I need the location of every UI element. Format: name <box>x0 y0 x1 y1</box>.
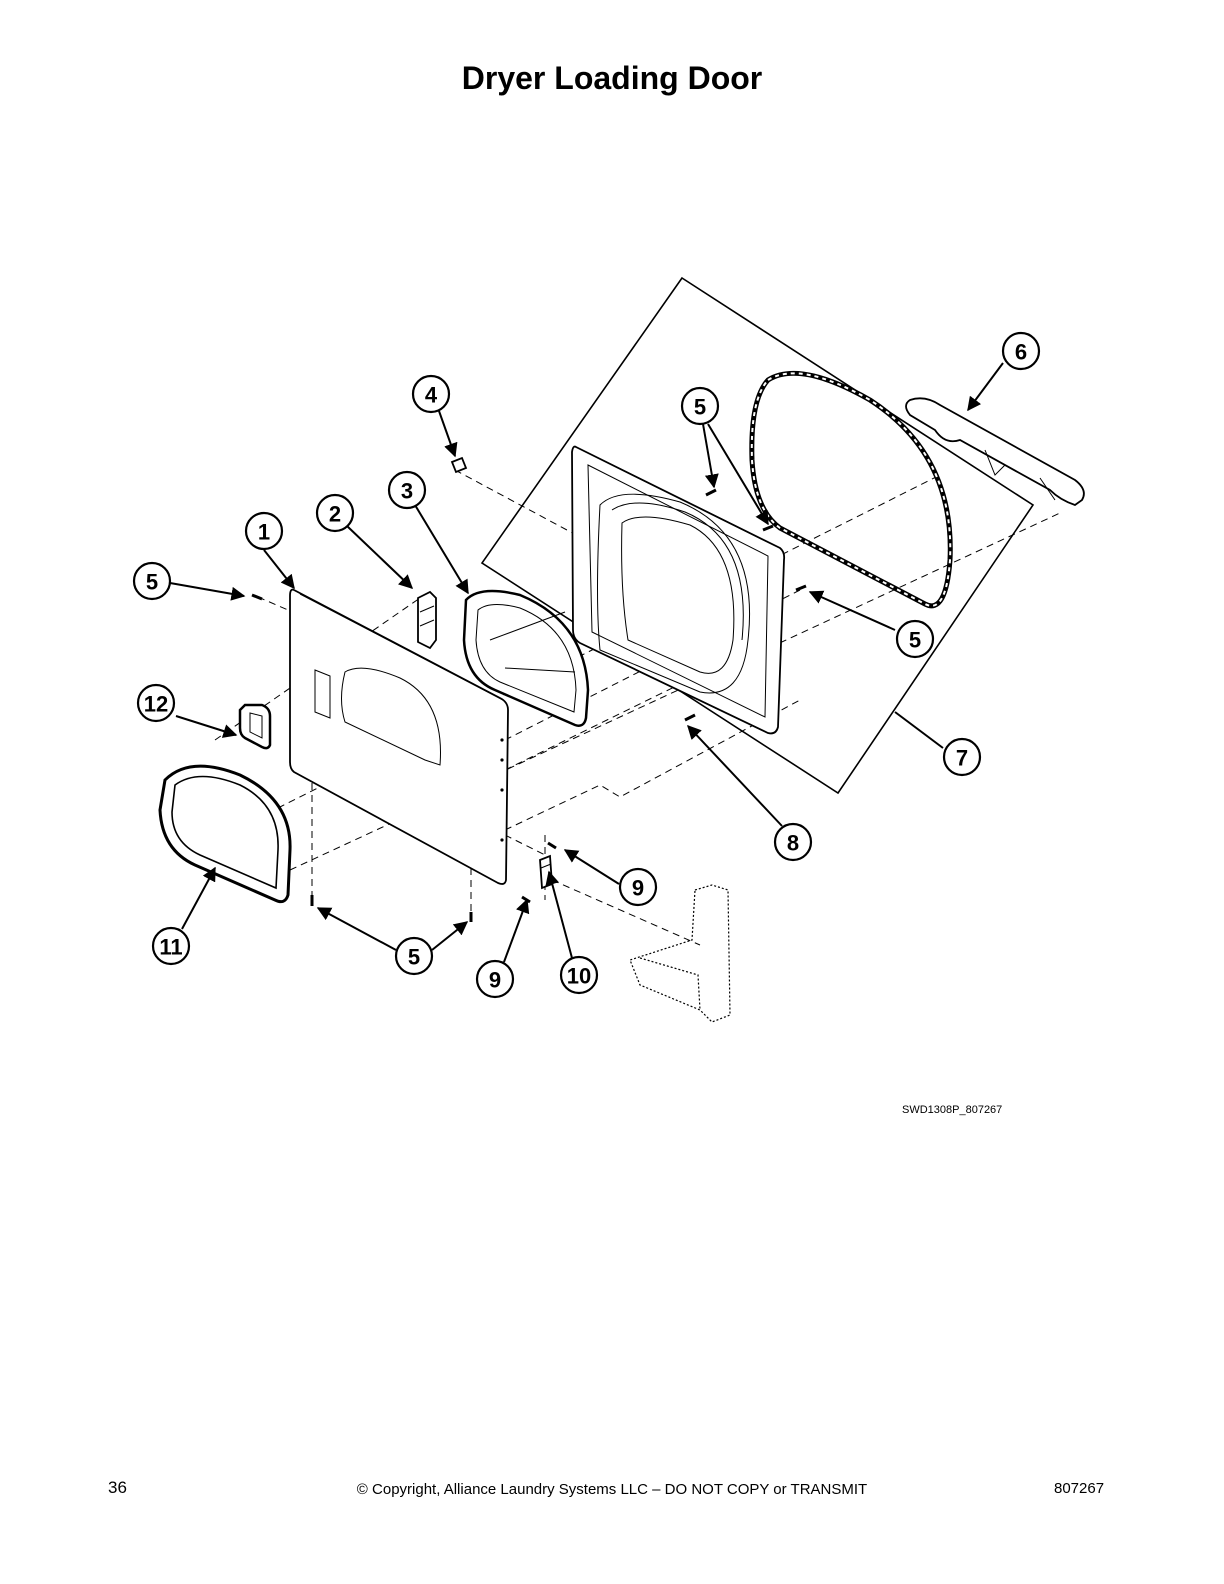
drawing-code: SWD1308P_807267 <box>902 1104 1003 1116</box>
callout-2: 2 <box>315 493 355 533</box>
callout-11: 11 <box>151 926 191 966</box>
callout-5b-label: 5 <box>694 395 706 420</box>
door-handle <box>238 703 272 750</box>
callout-10-label: 10 <box>567 964 591 989</box>
window-ring <box>158 764 292 904</box>
callout-5a-label: 5 <box>146 570 158 595</box>
door-gasket <box>749 370 953 609</box>
callout-6-label: 6 <box>1015 340 1027 365</box>
document-number: 807267 <box>1054 1480 1105 1497</box>
leader-lines <box>169 362 1004 963</box>
callout-10: 10 <box>559 955 599 995</box>
callout-5c-label: 5 <box>909 628 921 653</box>
callout-12: 12 <box>136 683 176 723</box>
callout-3: 3 <box>387 470 427 510</box>
callout-4: 4 <box>411 374 451 414</box>
callout-7: 7 <box>942 737 982 777</box>
hinge <box>539 854 553 890</box>
callout-12-label: 12 <box>144 692 168 717</box>
callout-4-label: 4 <box>425 383 438 408</box>
callout-9a: 9 <box>618 867 658 907</box>
callout-5a: 5 <box>132 561 172 601</box>
callout-7-label: 7 <box>956 746 968 771</box>
callout-5d-label: 5 <box>408 945 420 970</box>
callout-9a-label: 9 <box>632 876 644 901</box>
latch-strike <box>417 590 437 650</box>
callout-1: 1 <box>244 511 284 551</box>
callout-6: 6 <box>1001 331 1041 371</box>
screws <box>251 488 807 922</box>
window-frame <box>462 589 590 727</box>
callout-11-label: 11 <box>159 935 182 960</box>
inner-door-panel <box>571 445 786 735</box>
page-title: Dryer Loading Door <box>461 60 763 96</box>
callout-9b: 9 <box>475 959 515 999</box>
callout-1-label: 1 <box>258 520 270 545</box>
callout-8-label: 8 <box>787 831 799 856</box>
callout-2-label: 2 <box>329 502 341 527</box>
outer-door-panel <box>289 588 509 885</box>
page-number: 36 <box>108 1478 127 1497</box>
hinge-bracket-top <box>905 397 1085 506</box>
copyright-notice: © Copyright, Alliance Laundry Systems LL… <box>356 1481 868 1498</box>
inner-door-assembly-outline <box>480 276 1035 795</box>
cabinet-hinge-mount <box>629 884 731 1023</box>
callout-5b: 5 <box>680 386 720 426</box>
callout-9b-label: 9 <box>489 968 501 993</box>
callout-5c: 5 <box>895 619 935 659</box>
callout-3-label: 3 <box>401 479 413 504</box>
callout-8: 8 <box>773 822 813 862</box>
door-clip <box>450 456 468 474</box>
callout-5d: 5 <box>394 936 434 976</box>
